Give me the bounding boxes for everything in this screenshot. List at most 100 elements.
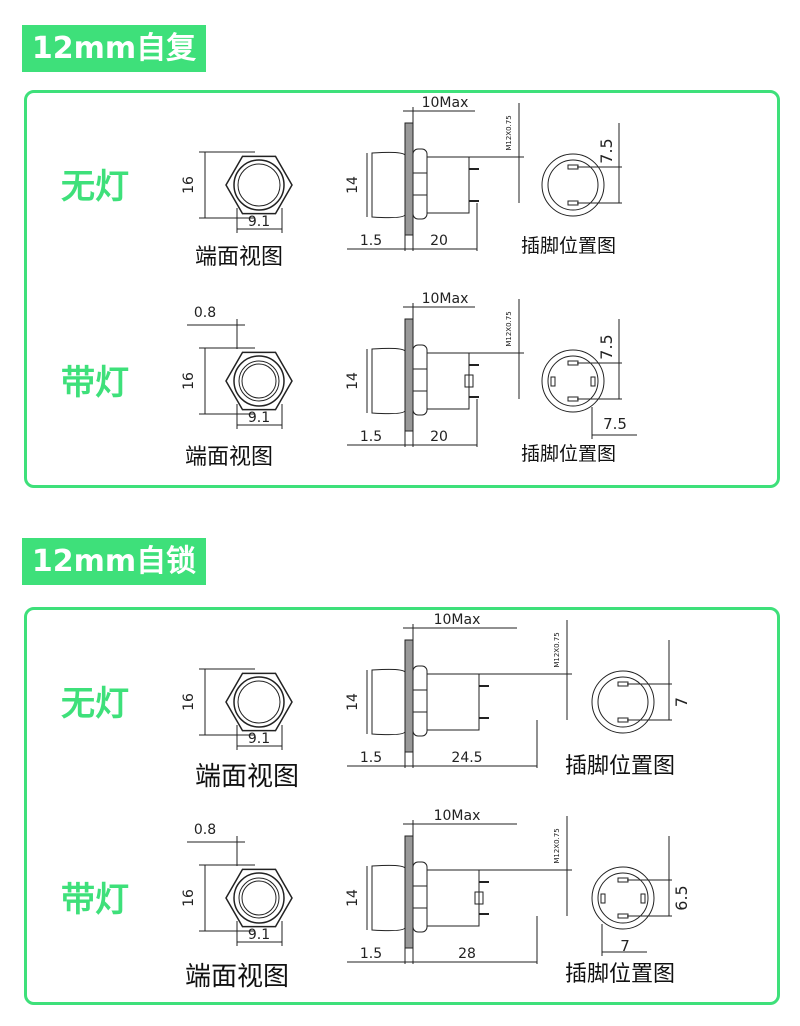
front-view-caption: 端面视图 [195, 762, 300, 792]
pin-view-caption: 插脚位置图 [521, 443, 617, 465]
side-nut [412, 148, 428, 220]
dim-height: 14 [345, 372, 361, 390]
pin-terminal [617, 717, 629, 723]
light-ring [238, 360, 280, 402]
dim-pin-spacing: 7.5 [597, 138, 616, 163]
section-title-latching: 12mm自锁 [22, 538, 206, 585]
front-view-caption: 端面视图 [195, 245, 284, 270]
panel-flange [404, 122, 414, 236]
pin-view-inner [547, 159, 599, 211]
dim-led-pin-spacing: 7 [620, 937, 630, 955]
row-label: 无灯 [61, 684, 129, 724]
dim-height: 14 [345, 889, 361, 907]
cap-profile [371, 151, 406, 219]
dim-length: 24.5 [451, 750, 482, 766]
dim-length: 20 [430, 429, 448, 445]
led-pin [600, 893, 606, 904]
dim-pin-spacing: 7.5 [597, 334, 616, 359]
front-view: 16 9.1 [181, 151, 293, 233]
front-view-caption: 端面视图 [185, 445, 274, 470]
dim-height: 14 [345, 693, 361, 711]
dim-width: 9.1 [248, 927, 270, 943]
button-outer-ring [233, 355, 285, 407]
pin-terminal [617, 913, 629, 919]
pin-view-inner [597, 676, 649, 728]
row-with-light: 16 9.1 0.8 14 1.5 20 10Max M12X0.75 7.5 … [27, 289, 777, 485]
dim-length: 20 [430, 233, 448, 249]
pin-view: 7.5 [541, 123, 622, 217]
row-label: 带灯 [61, 880, 129, 920]
thread-spec: M12X0.75 [553, 828, 561, 863]
dim-pin-spacing: 6.5 [672, 885, 691, 910]
hex-nut-outline [225, 868, 293, 928]
front-view: 16 9.1 0.8 [181, 822, 293, 946]
front-view: 16 9.1 [181, 668, 293, 750]
dim-flange: 1.5 [360, 429, 382, 445]
hex-nut-outline [225, 672, 293, 732]
side-nut [412, 861, 428, 933]
pin-view-caption: 插脚位置图 [521, 235, 617, 257]
thread-spec: M12X0.75 [553, 632, 561, 667]
dim-pin-spacing: 7 [672, 697, 691, 707]
dim-diameter: 16 [181, 372, 197, 390]
switch-body [426, 673, 480, 731]
pin-terminal [617, 877, 629, 883]
side-view: 14 1.5 28 10Max M12X0.75 [345, 808, 572, 964]
led-terminal [464, 374, 474, 388]
front-view: 16 9.1 0.8 [181, 305, 293, 429]
pin-view-inner [547, 355, 599, 407]
dim-max: 10Max [434, 808, 481, 824]
pin-view-inner [597, 872, 649, 924]
dim-flange: 1.5 [360, 750, 382, 766]
pin-view-outer [541, 349, 605, 413]
pin-view: 7 [591, 640, 691, 734]
panel-latching: 16 9.1 14 1.5 24.5 10Max M12X0.75 7 无灯 端… [24, 607, 780, 1005]
row-label: 无灯 [61, 167, 129, 207]
row-without-light: 16 9.1 14 1.5 24.5 10Max M12X0.75 7 无灯 端… [27, 610, 777, 806]
pin-view-caption: 插脚位置图 [565, 754, 676, 779]
dimension-drawing: 16 9.1 14 1.5 24.5 10Max M12X0.75 7 [181, 612, 691, 768]
dim-diameter: 16 [181, 693, 197, 711]
button-cap [241, 880, 277, 916]
panel-flange [404, 639, 414, 753]
pin-view-outer [591, 866, 655, 930]
side-nut [412, 344, 428, 416]
dimension-drawing: 16 9.1 0.8 14 1.5 20 10Max M12X0.75 7.5 … [181, 291, 637, 447]
panel-flange [404, 318, 414, 432]
switch-body [426, 156, 470, 214]
thread-spec: M12X0.75 [505, 115, 513, 150]
dim-flange: 1.5 [360, 233, 382, 249]
front-view-caption: 端面视图 [185, 962, 290, 992]
button-cap [237, 163, 281, 207]
panel-momentary: 16 9.1 14 1.5 20 10Max M12X0.75 7.5 无灯 端… [24, 90, 780, 488]
button-cap [237, 680, 281, 724]
cap-profile [371, 347, 406, 415]
dimension-drawing: 16 9.1 0.8 14 1.5 28 10Max M12X0.75 6.5 … [181, 808, 691, 964]
side-view: 14 1.5 24.5 10Max M12X0.75 [345, 612, 572, 768]
dim-width: 9.1 [248, 410, 270, 426]
dim-led-pin-spacing: 7.5 [603, 415, 627, 433]
pin-view: 6.5 7 [591, 836, 691, 956]
section-title-momentary: 12mm自复 [22, 25, 206, 72]
panel-flange [404, 835, 414, 949]
dim-flange: 1.5 [360, 946, 382, 962]
light-ring [238, 877, 280, 919]
cap-profile [371, 864, 406, 932]
dim-width: 9.1 [248, 731, 270, 747]
button-outer-ring [233, 676, 285, 728]
pin-view-outer [591, 670, 655, 734]
hex-nut-outline [225, 351, 293, 411]
pin-terminal [567, 360, 579, 366]
side-view: 14 1.5 20 10Max M12X0.75 [345, 95, 524, 251]
pin-terminal [567, 164, 579, 170]
pin-terminal [617, 681, 629, 687]
pin-terminal [567, 396, 579, 402]
row-label: 带灯 [61, 363, 129, 403]
row-with-light: 16 9.1 0.8 14 1.5 28 10Max M12X0.75 6.5 … [27, 806, 777, 1002]
dim-diameter: 16 [181, 176, 197, 194]
dim-max: 10Max [422, 95, 469, 111]
button-outer-ring [233, 872, 285, 924]
pin-view-caption: 插脚位置图 [565, 962, 676, 987]
dim-diameter: 16 [181, 889, 197, 907]
dim-length: 28 [458, 946, 476, 962]
